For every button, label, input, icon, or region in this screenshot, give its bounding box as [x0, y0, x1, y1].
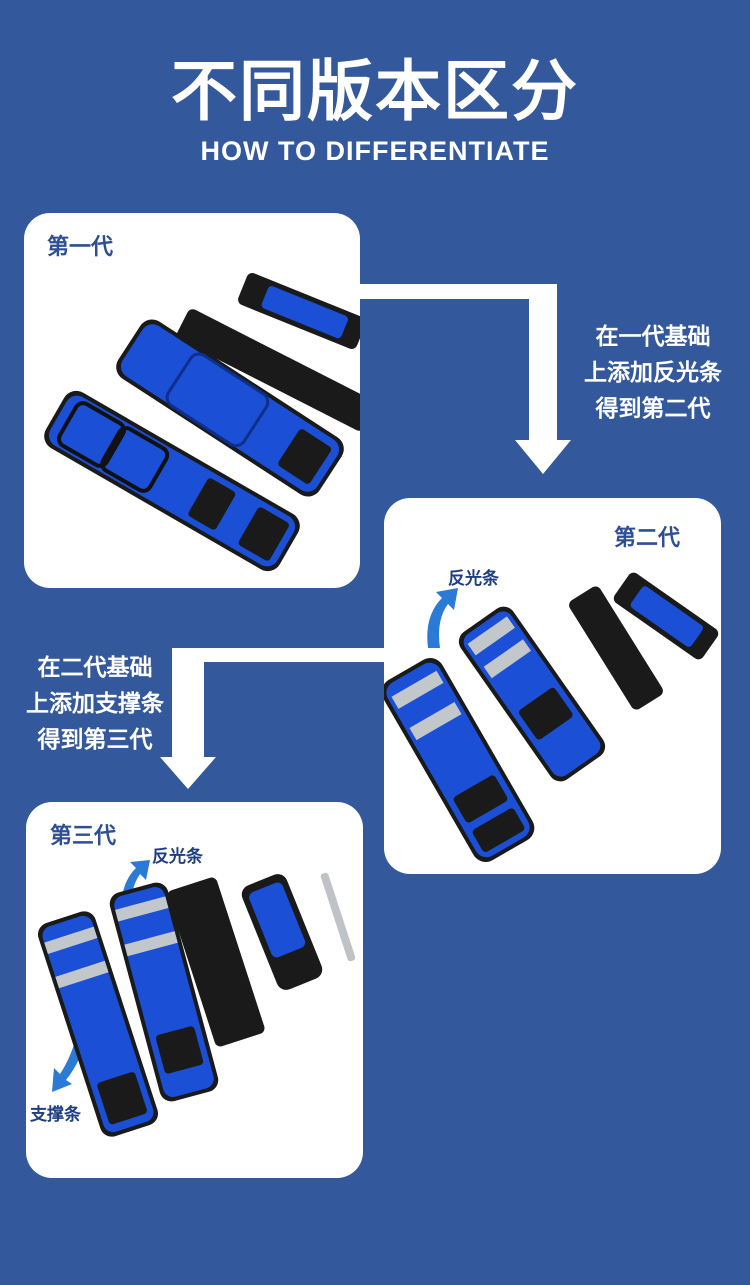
caption-2-line-3: 得到第三代: [37, 727, 153, 753]
strap-black-band: [167, 877, 265, 1047]
page-title: 不同版本区分: [171, 53, 579, 130]
caption-2-line-2: 上添加支撑条: [26, 691, 164, 717]
strap-black-band: [176, 309, 360, 431]
strap-small-pad: [241, 874, 323, 990]
support-strip-note: 支撑条: [30, 1105, 81, 1125]
generation-3-label: 第三代: [50, 824, 117, 849]
caption-1-line-2: 上添加反光条: [584, 360, 722, 386]
pointer-arrow-icon: [122, 860, 150, 898]
strap-small-pad: [238, 273, 360, 349]
strap-reflective-sleeve: [109, 882, 219, 1102]
caption-2-line-1: 在二代基础: [37, 655, 153, 681]
generation-1-product-image: [44, 273, 360, 572]
card-generation-3: 第三代 反光条 支撑条: [26, 802, 363, 1178]
card-generation-1: 第一代: [24, 213, 360, 588]
caption-1-line-1: 在一代基础: [595, 324, 711, 350]
caption-1: 在一代基础 上添加反光条 得到第二代: [573, 319, 733, 427]
strap-reflective-sleeve: [458, 606, 606, 782]
strap-black-band: [569, 586, 663, 710]
support-stay-strip: [320, 872, 356, 962]
page-subtitle: HOW TO DIFFERENTIATE: [200, 136, 550, 166]
caption-1-line-3: 得到第二代: [595, 396, 711, 422]
reflective-strip-note: 反光条: [152, 847, 203, 867]
strap-reflective-double-loop: [384, 658, 535, 862]
generation-3-product-image: [37, 860, 356, 1137]
strap-double-loop: [44, 390, 300, 572]
generation-2-product-image: [384, 572, 719, 862]
connector-arrow-1: [360, 284, 571, 474]
reflective-strip-note: 反光条: [448, 569, 499, 589]
generation-2-label: 第二代: [614, 526, 681, 551]
strap-wide-sleeve: [116, 319, 344, 497]
pointer-arrow-icon: [427, 588, 458, 648]
card-generation-2: 第二代 反光条: [384, 498, 721, 874]
connector-arrow-2: [160, 648, 384, 789]
strap-small-pad: [613, 572, 719, 660]
generation-1-label: 第一代: [47, 235, 114, 260]
strap-reflective-double-loop: [37, 911, 159, 1137]
caption-2: 在二代基础 上添加支撑条 得到第三代: [10, 650, 180, 758]
